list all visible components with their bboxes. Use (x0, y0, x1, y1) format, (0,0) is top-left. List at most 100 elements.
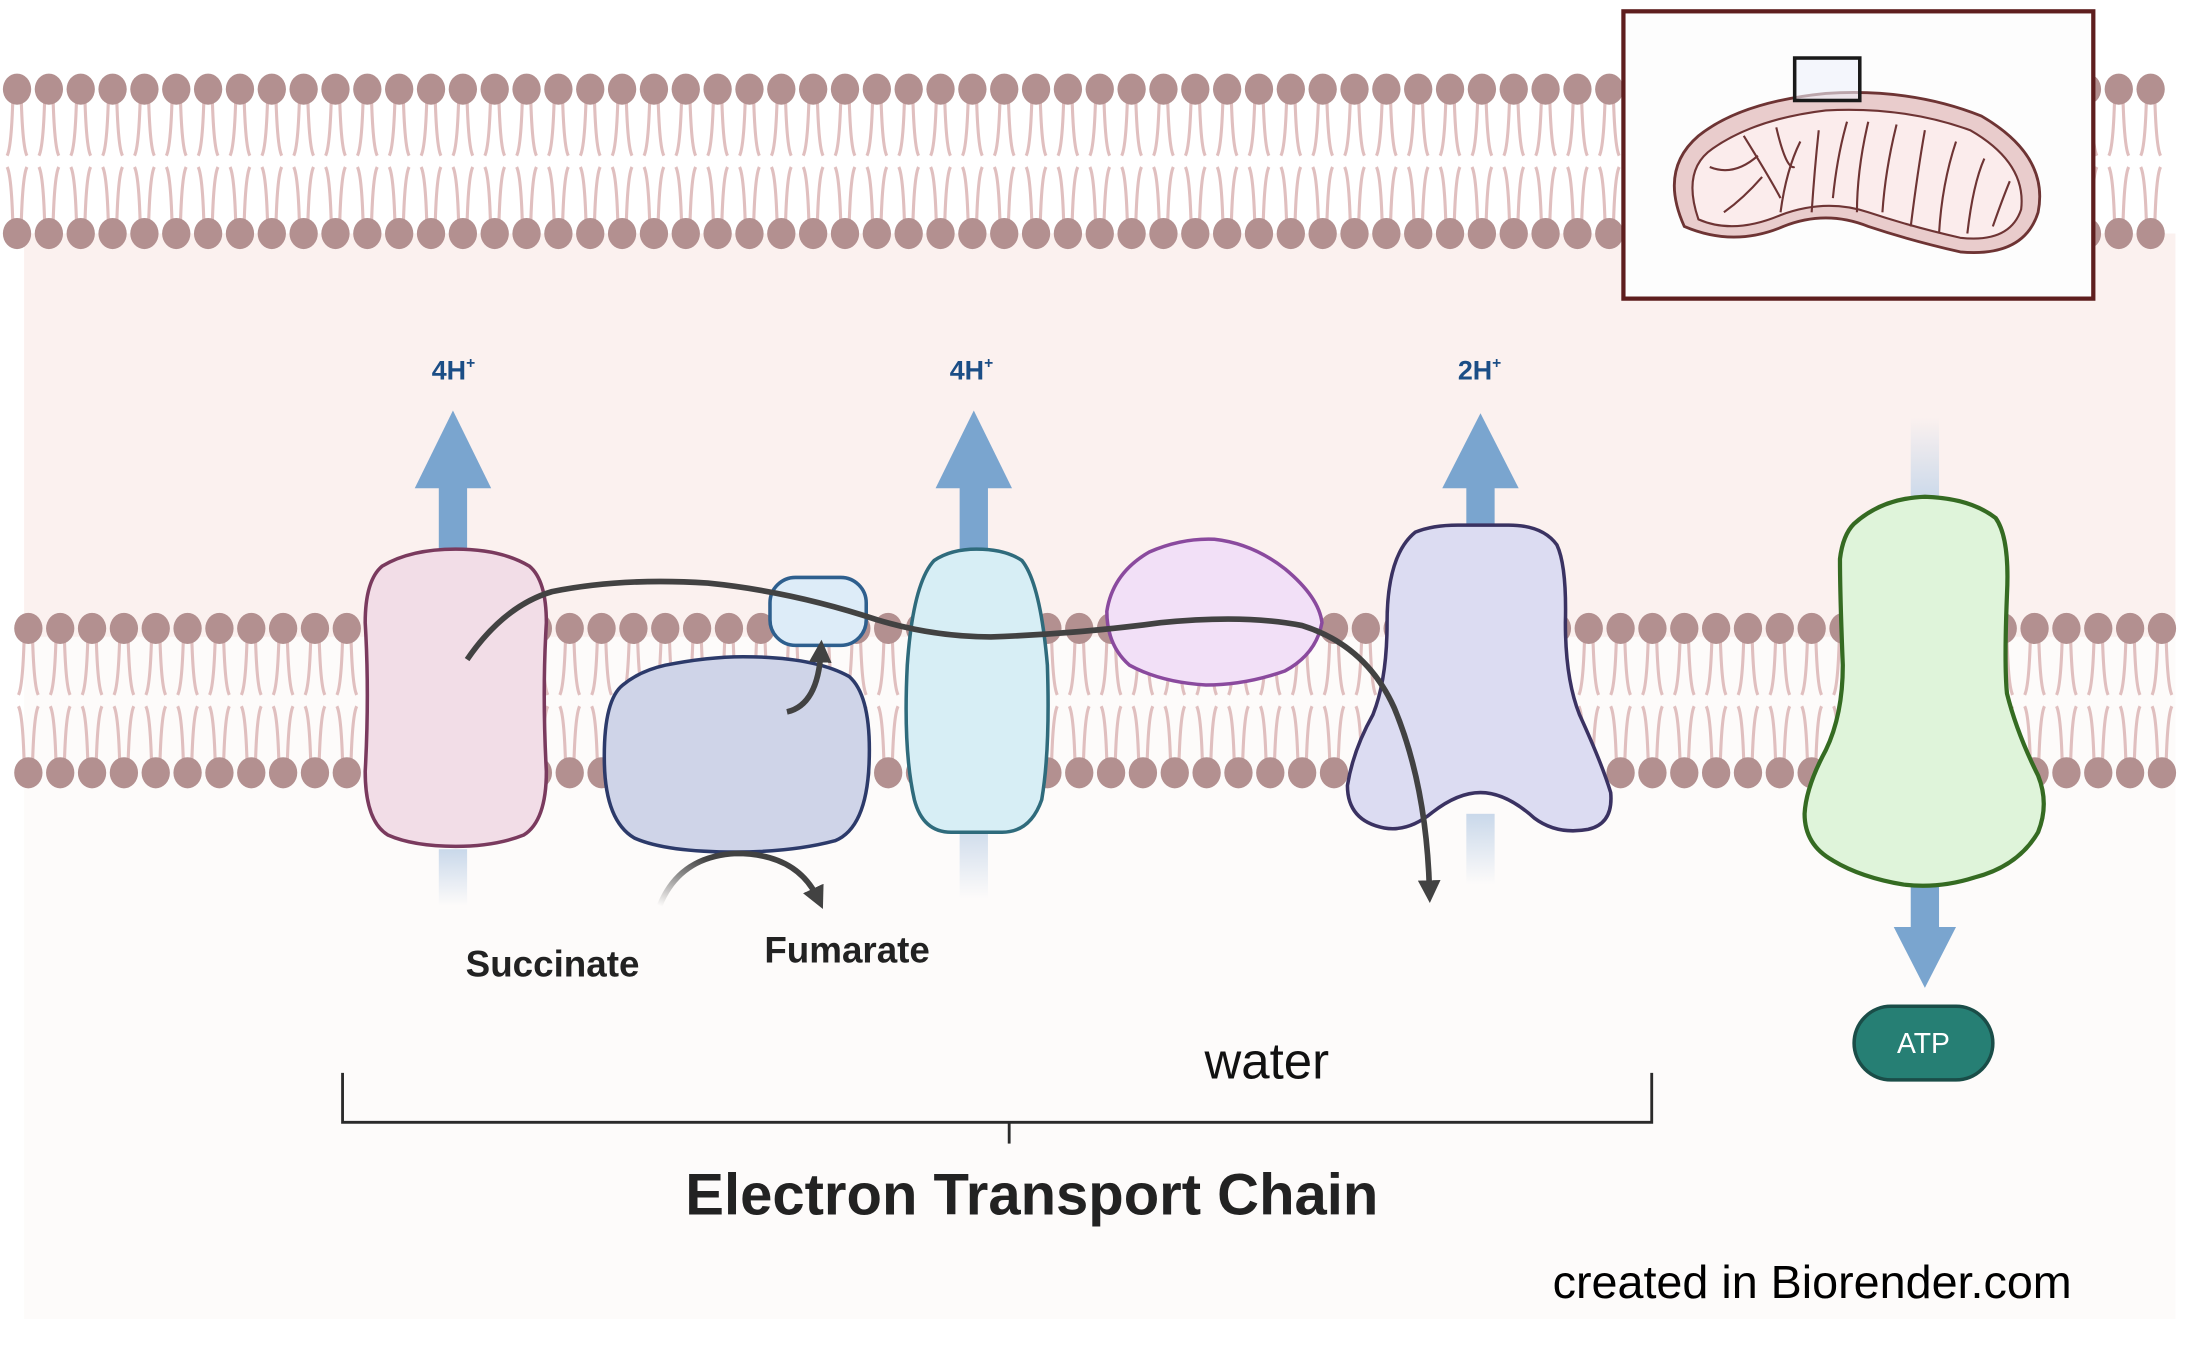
phospholipid (607, 73, 637, 250)
phospholipid (1308, 73, 1337, 250)
proton-arrow-complex-4 (1442, 413, 1519, 885)
phospholipid (1085, 73, 1114, 250)
phospholipid (141, 612, 170, 789)
phospholipid (332, 612, 361, 789)
phospholipid (1065, 612, 1094, 789)
phospholipid (2136, 73, 2165, 250)
phospholipid (1733, 612, 1763, 789)
phospholipid (830, 73, 860, 250)
phospholipid (576, 73, 605, 250)
phospholipid (1149, 73, 1178, 250)
phospholipid (237, 612, 266, 789)
phospholipid (1340, 73, 1369, 250)
phospholipid (321, 73, 350, 250)
phospholipid (512, 73, 541, 250)
phospholipid (480, 73, 509, 250)
crista (1779, 141, 1802, 213)
atp-molecule: ATP (1852, 1004, 1995, 1082)
phospholipid (46, 612, 75, 789)
phospholipid (639, 73, 669, 250)
phospholipid (289, 73, 318, 250)
phospholipid (2115, 612, 2145, 789)
complex-3[interactable] (904, 547, 1050, 834)
phospholipid (77, 612, 107, 789)
phospholipid (1244, 73, 1274, 250)
phospholipid (109, 612, 139, 789)
crista (1723, 176, 1763, 214)
phospholipid (162, 73, 191, 250)
phospholipid (1117, 73, 1146, 250)
atp-synthase[interactable] (1802, 494, 2046, 888)
phospholipid (1499, 73, 1528, 250)
proton-label-complex-3: 4H+ (950, 355, 993, 385)
electron-path (464, 578, 1441, 903)
crista (1775, 127, 1796, 169)
phospholipid (862, 73, 891, 250)
crista (1991, 180, 2011, 227)
proton-arrow-complex-1 (414, 410, 492, 906)
phospholipid (1053, 73, 1083, 250)
succinate-to-q-arrow (786, 639, 832, 715)
succinate-label: Succinate (466, 944, 640, 985)
fumarate-label: Fumarate (764, 929, 930, 970)
proton-label-complex-1: 4H+ (432, 355, 475, 385)
phospholipid (1563, 73, 1592, 250)
crista (1937, 141, 1958, 234)
phospholipid (798, 73, 828, 250)
phospholipid (1276, 73, 1305, 250)
complex-4[interactable] (1345, 523, 1613, 833)
phospholipid (958, 73, 987, 250)
etc-bracket (341, 1072, 1654, 1144)
phospholipid (225, 73, 255, 250)
phospholipid (2020, 612, 2049, 789)
phospholipid (735, 73, 764, 250)
phospholipid (767, 73, 796, 250)
crista (1855, 121, 1870, 213)
cytochrome-c[interactable] (1105, 537, 1324, 687)
succinate-fumarate-arrow (656, 850, 824, 909)
phospholipid (2084, 612, 2113, 789)
phospholipid (1212, 73, 1242, 250)
phospholipid (894, 73, 923, 250)
phospholipid (1181, 73, 1210, 250)
complex-1[interactable] (363, 547, 549, 849)
proton-arrow-atp-synthase (1893, 417, 1957, 988)
phospholipid (1765, 612, 1794, 789)
proton-label-complex-4: 2H+ (1458, 355, 1501, 385)
phospholipid (1467, 73, 1497, 250)
phospholipid (1595, 73, 1624, 250)
phospholipid (1435, 73, 1465, 250)
phospholipid (66, 73, 95, 250)
phospholipid (544, 73, 573, 250)
crista (1742, 135, 1782, 199)
diagram-title: Electron Transport Chain (685, 1162, 1378, 1227)
complex-2[interactable] (602, 654, 872, 854)
phospholipid (14, 612, 43, 789)
crista (1881, 124, 1898, 213)
phospholipid (2104, 73, 2133, 250)
phospholipid (1638, 612, 1667, 789)
zoom-region-box (1792, 56, 1862, 103)
atp-label: ATP (1897, 1027, 1950, 1059)
phospholipid (1701, 612, 1731, 789)
phospholipid (1021, 73, 1051, 250)
phospholipid (300, 612, 330, 789)
mitochondrion-inset (1621, 9, 2096, 301)
phospholipid (671, 73, 700, 250)
phospholipid (2052, 612, 2081, 789)
crista (1966, 158, 1986, 234)
phospholipid (555, 612, 584, 789)
phospholipid (257, 73, 286, 250)
phospholipid (990, 73, 1019, 250)
phospholipid (703, 73, 732, 250)
phospholipid (1531, 73, 1560, 250)
phospholipid (98, 73, 127, 250)
phospholipid (1404, 73, 1433, 250)
phospholipid (193, 73, 223, 250)
crista (1810, 130, 1820, 213)
phospholipid (926, 73, 955, 250)
biorender-credit: created in Biorender.com (1553, 1256, 2072, 1308)
crista (1831, 121, 1849, 199)
phospholipid (1372, 73, 1401, 250)
